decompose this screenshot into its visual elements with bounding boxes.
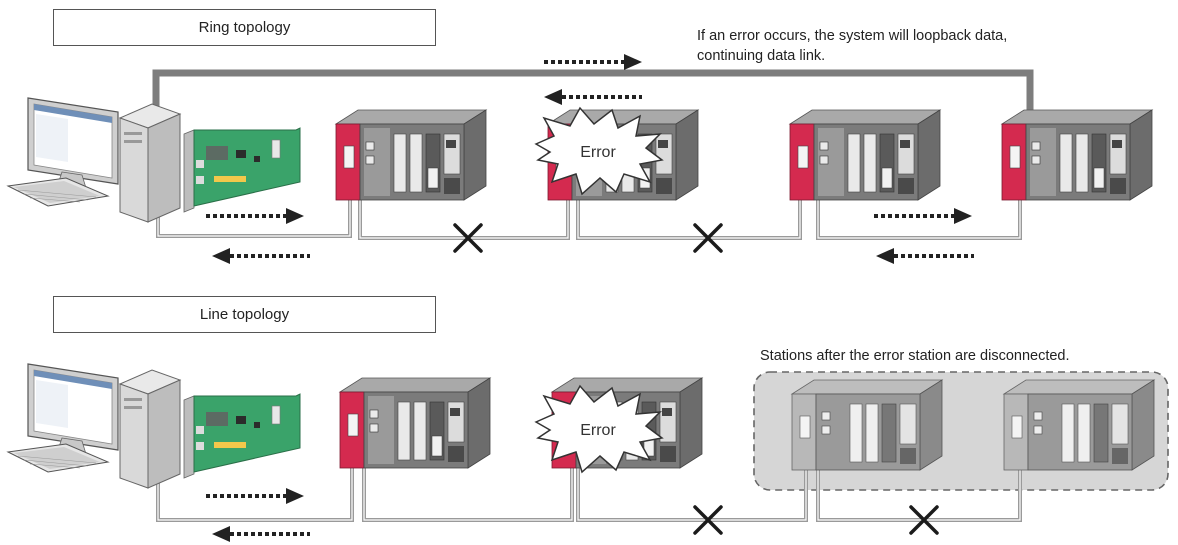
ring-arrow-top-right-icon — [542, 52, 644, 72]
ring-note-line1: If an error occurs, the system will loop… — [697, 28, 1008, 44]
line-pc-icon — [7, 363, 181, 489]
ring-station-3-icon — [789, 109, 941, 201]
line-arrow-pc-left-icon — [210, 524, 312, 544]
ring-arrow-end-right-icon — [872, 206, 974, 226]
ring-arrow-pc-left-icon — [210, 246, 312, 266]
ring-pc-icon — [7, 97, 181, 223]
line-topology-label: Line topology — [53, 296, 436, 333]
line-topology-label-text: Line topology — [199, 306, 290, 323]
ring-network-board-icon — [183, 127, 301, 213]
ring-note: If an error occurs, the system will loop… — [697, 26, 1007, 66]
ring-note-line2: continuing data link. — [697, 48, 826, 64]
ring-topology-label: Ring topology — [53, 9, 436, 46]
ring-arrow-top-left-icon — [542, 87, 644, 107]
ring-station-4-icon — [1001, 109, 1153, 201]
ring-topology-label-text: Ring topology — [198, 19, 291, 36]
ring-station-1-icon — [335, 109, 487, 201]
line-network-board-icon — [183, 393, 301, 479]
line-note-text: Stations after the error station are dis… — [760, 348, 1070, 364]
ring-arrow-end-left-icon — [874, 246, 976, 266]
line-station-1-icon — [339, 377, 491, 469]
line-station-3-disconnected-icon — [791, 379, 943, 471]
line-error-text: Error — [580, 422, 616, 439]
ring-error-text: Error — [580, 144, 616, 161]
line-note: Stations after the error station are dis… — [760, 346, 1070, 366]
ring-arrow-pc-right-icon — [204, 206, 306, 226]
line-station-4-disconnected-icon — [1003, 379, 1155, 471]
line-arrow-pc-right-icon — [204, 486, 306, 506]
